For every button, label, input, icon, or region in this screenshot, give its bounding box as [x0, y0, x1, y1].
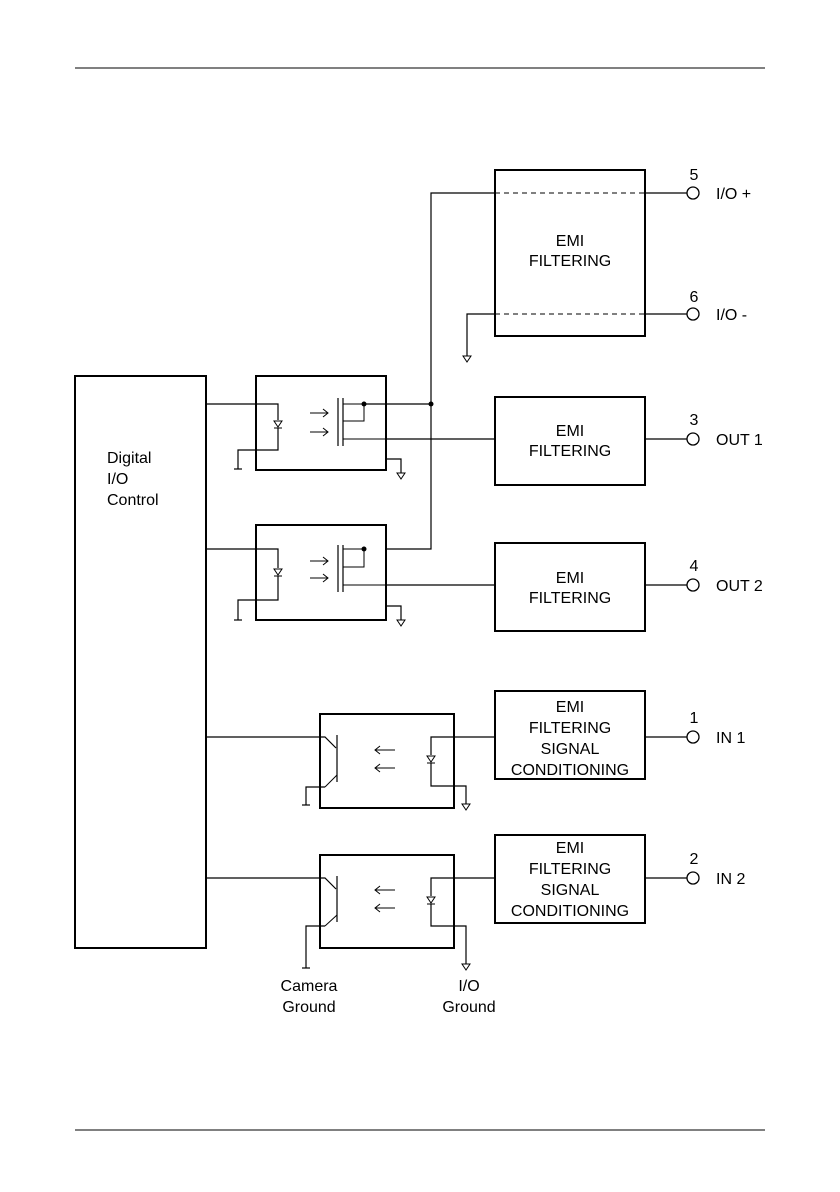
- terminal-pin-5: 5 I/O +: [645, 167, 751, 203]
- control-label-line-3: Control: [107, 492, 159, 509]
- terminal-label: OUT 1: [716, 432, 763, 449]
- emi-out2-line-1: EMI: [556, 570, 584, 587]
- io-ground-symbol-icon: [462, 804, 470, 810]
- io-ground-label: I/O Ground: [442, 978, 495, 1016]
- emi-in2-line-1: EMI: [556, 840, 584, 857]
- terminal-pin-number: 5: [690, 167, 699, 184]
- input-optocoupler-1: [206, 714, 495, 810]
- terminal-pin-2: 2 IN 2: [645, 851, 745, 888]
- output-optocoupler-2: [206, 525, 495, 626]
- emi-filter-block-out2: EMI FILTERING: [495, 543, 645, 631]
- terminal-label: I/O -: [716, 307, 747, 324]
- terminal-pin-number: 2: [690, 851, 699, 868]
- terminal-pin-1: 1 IN 1: [645, 710, 745, 747]
- io-power-bus-wire: [364, 193, 495, 549]
- terminal-pin-number: 4: [690, 558, 699, 575]
- emi-out2-line-2: FILTERING: [529, 590, 611, 607]
- camera-ground-line-1: Camera: [281, 978, 338, 995]
- digital-io-control-block: Digital I/O Control: [75, 376, 206, 948]
- emi-filter-block-out1: EMI FILTERING: [495, 397, 645, 485]
- emi-out1-line-1: EMI: [556, 423, 584, 440]
- emi-in2-line-3: SIGNAL: [541, 882, 600, 899]
- input-optocoupler-2: [206, 855, 495, 970]
- emi-in2-line-2: FILTERING: [529, 861, 611, 878]
- terminal-pin-4: 4 OUT 2: [645, 558, 763, 595]
- emi-in1-line-1: EMI: [556, 699, 584, 716]
- terminal-label: I/O +: [716, 186, 751, 203]
- emi-in2-line-4: CONDITIONING: [511, 903, 629, 920]
- io-ground-symbol-icon: [397, 473, 405, 479]
- terminal-pin-3: 3 OUT 1: [645, 412, 763, 449]
- control-label-line-2: I/O: [107, 471, 128, 488]
- control-label-line-1: Digital: [107, 450, 151, 467]
- camera-ground-label: Camera Ground: [281, 978, 338, 1016]
- emi-filter-block-in1: EMI FILTERING SIGNAL CONDITIONING: [495, 691, 645, 779]
- terminal-pin-number: 6: [690, 289, 699, 306]
- emi-in1-line-4: CONDITIONING: [511, 762, 629, 779]
- io-ground-line-2: Ground: [442, 999, 495, 1016]
- emi-in1-line-3: SIGNAL: [541, 741, 600, 758]
- terminal-pin-number: 1: [690, 710, 699, 727]
- emi-io-power-line-1: EMI: [556, 233, 584, 250]
- io-minus-ground-wire: [463, 314, 495, 362]
- emi-in1-line-2: FILTERING: [529, 720, 611, 737]
- io-ground-symbol-icon: [397, 620, 405, 626]
- output-optocoupler-1: [206, 376, 495, 479]
- emi-filter-block-io-power: EMI FILTERING: [495, 170, 645, 336]
- terminal-label: OUT 2: [716, 578, 763, 595]
- emi-out1-line-2: FILTERING: [529, 443, 611, 460]
- camera-ground-line-2: Ground: [282, 999, 335, 1016]
- io-ground-line-1: I/O: [458, 978, 479, 995]
- io-ground-symbol-icon: [462, 964, 470, 970]
- terminal-pin-number: 3: [690, 412, 699, 429]
- terminal-label: IN 2: [716, 871, 745, 888]
- terminal-pin-6: 6 I/O -: [645, 289, 747, 324]
- emi-filter-block-in2: EMI FILTERING SIGNAL CONDITIONING: [495, 835, 645, 923]
- emi-io-power-line-2: FILTERING: [529, 253, 611, 270]
- terminal-label: IN 1: [716, 730, 745, 747]
